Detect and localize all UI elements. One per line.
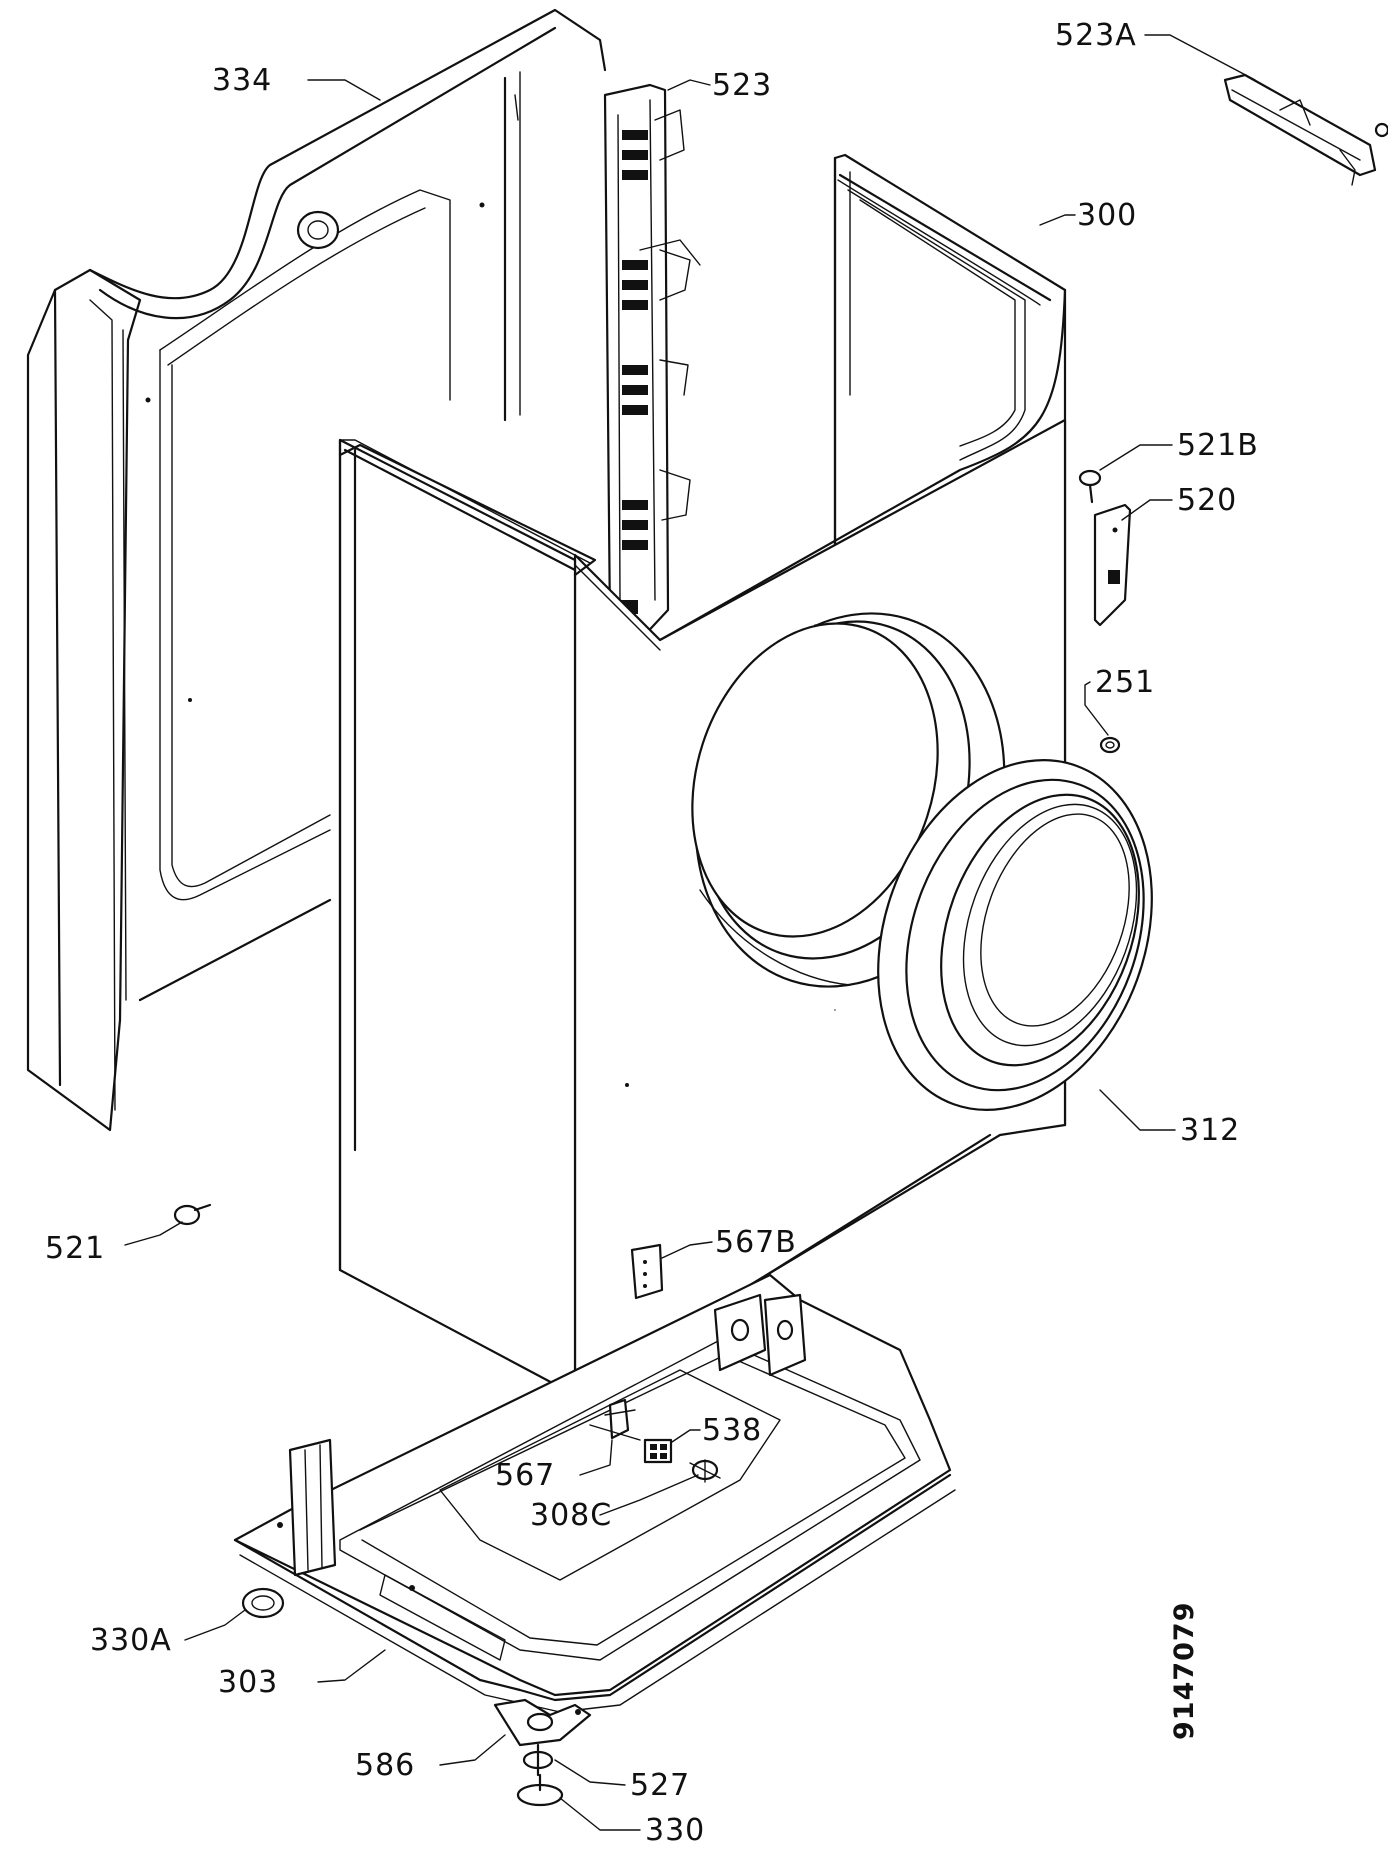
connector-567 [604,1398,636,1440]
thermostat-308c [689,1459,721,1483]
callout-586: 586 [355,1748,415,1783]
callout-251: 251 [1095,665,1155,700]
callout-521: 521 [45,1231,105,1266]
callout-527: 527 [630,1768,690,1803]
callout-538: 538 [702,1413,762,1448]
callout-labels: 334 523 523A 300 521B 520 251 312 521 56… [45,18,1259,1848]
grommet-251 [1099,736,1121,754]
leader-lines [124,34,1256,1831]
callout-330: 330 [645,1813,705,1848]
foot-bracket-586 [493,1698,592,1747]
screw-521 [173,1203,212,1226]
screw-521b [1078,469,1102,504]
lock-nut-527 [522,1743,554,1777]
callout-303: 303 [218,1665,278,1700]
callout-567: 567 [495,1458,555,1493]
door-seal-312 [877,759,1153,1111]
rear-panel-334 [26,8,607,1132]
control-bracket-523 [603,83,701,642]
door-catch-520 [1093,503,1132,627]
callout-334: 334 [212,63,272,98]
callout-523a: 523A [1055,18,1137,53]
callout-308c: 308C [530,1498,612,1533]
callout-330a: 330A [90,1623,172,1658]
terminal-538 [589,1424,673,1464]
callout-567b: 567B [715,1225,797,1260]
callout-523: 523 [712,68,772,103]
cabinet-body-300 [338,153,1067,1397]
base-frame-303 [233,1273,956,1713]
callout-312: 312 [1180,1113,1240,1148]
grommet-330a [241,1587,285,1619]
callout-520: 520 [1177,483,1237,518]
hinge-bracket-523a [1223,73,1388,186]
terminal-block-567b [630,1243,664,1300]
document-id: 9147079 [1169,1601,1200,1740]
callout-300: 300 [1077,198,1137,233]
callout-521b: 521B [1177,428,1259,463]
adjustable-foot-330 [516,1773,564,1807]
